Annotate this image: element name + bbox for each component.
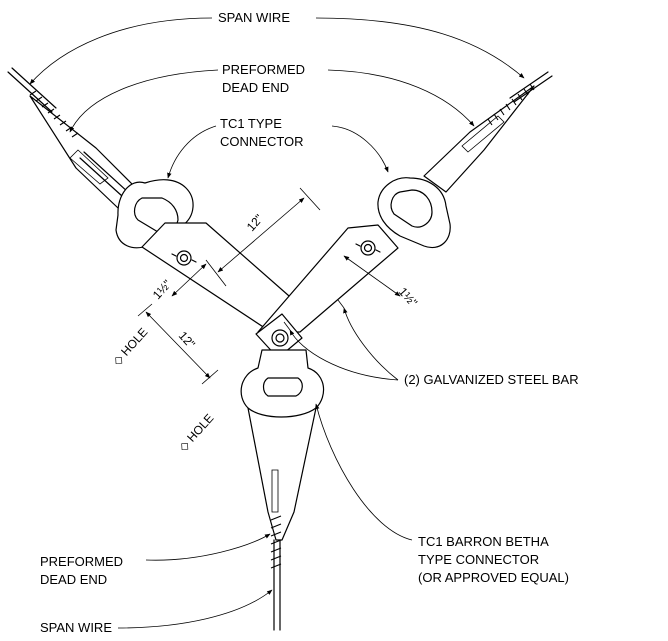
label-preformed-bottom-1: PREFORMED xyxy=(40,554,123,569)
label-preformed-top-1: PREFORMED xyxy=(222,62,305,77)
label-tc1-2: CONNECTOR xyxy=(220,134,304,149)
dim-left-length: 12" xyxy=(176,329,198,351)
leader-preformed-top xyxy=(69,69,475,133)
right-span-wire xyxy=(509,71,553,103)
label-tc1-barron-1: TC1 BARRON BETHA xyxy=(418,534,549,549)
label-tc1-barron-2: TYPE CONNECTOR xyxy=(418,552,539,567)
label-tc1-1: TC1 TYPE xyxy=(220,116,282,131)
bottom-preformed-dead-end xyxy=(247,407,317,569)
left-span-wire xyxy=(7,67,57,113)
bottom-span-wire xyxy=(273,539,281,631)
dim-width-right: 1½" xyxy=(396,285,420,310)
label-preformed-bottom-2: DEAD END xyxy=(40,572,107,587)
right-tc1-connector xyxy=(377,177,451,249)
label-span-wire-top: SPAN WIRE xyxy=(218,10,290,25)
label-preformed-top-2: DEAD END xyxy=(222,80,289,95)
leader-span-wire-top xyxy=(29,17,525,85)
leader-steel-bar xyxy=(283,299,399,381)
label-tc1-barron-3: (OR APPROVED EQUAL) xyxy=(418,570,569,585)
label-span-wire-bottom: SPAN WIRE xyxy=(40,620,112,635)
right-preformed-dead-end xyxy=(423,83,535,193)
leader-preformed-bottom xyxy=(145,533,271,561)
bottom-tc1-connector xyxy=(240,349,325,418)
dimension-left-12: 12" xyxy=(137,303,219,385)
hole-label-1: ◇ HOLE xyxy=(110,325,151,368)
hole-label-2: ◇ HOLE xyxy=(176,411,217,454)
leader-span-wire-bottom xyxy=(117,589,273,629)
label-steel-bar: (2) GALVANIZED STEEL BAR xyxy=(404,372,579,387)
dim-width-left: 1½" xyxy=(150,277,174,302)
dim-top-length: 12" xyxy=(244,212,266,234)
leader-tc1 xyxy=(167,125,389,179)
leader-tc1-barron xyxy=(315,403,413,541)
left-preformed-dead-end xyxy=(29,90,141,209)
